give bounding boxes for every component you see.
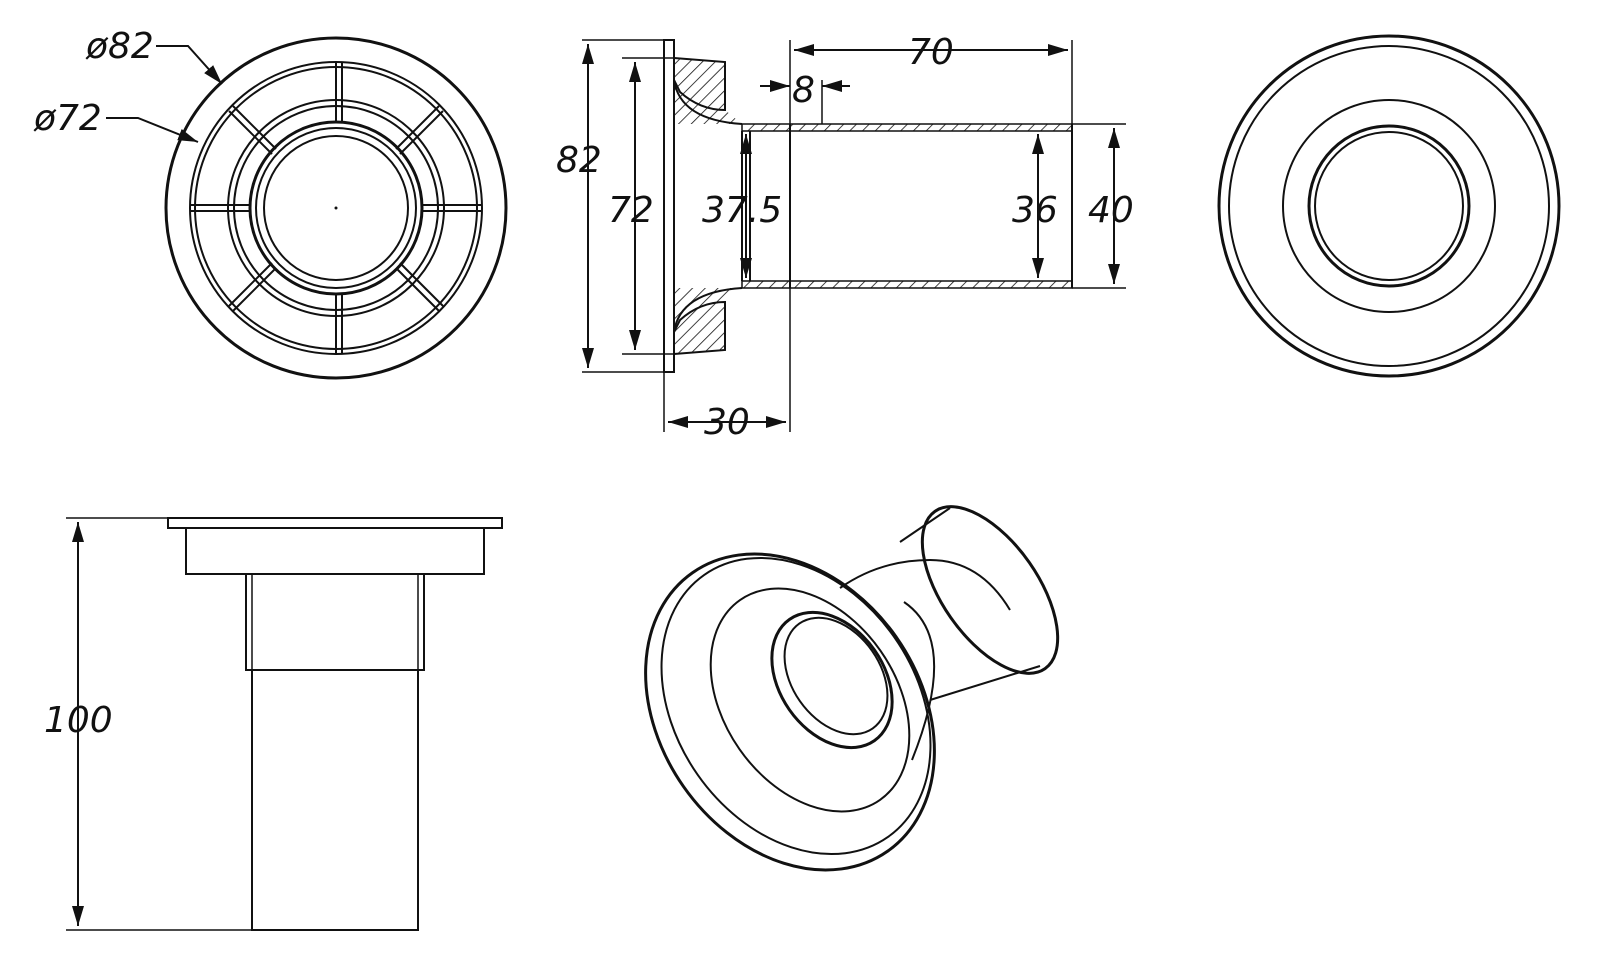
center-point	[334, 206, 338, 210]
rear-outer	[1217, 34, 1561, 378]
flange-top-profile	[673, 57, 726, 112]
dim-37-5: 37.5	[702, 190, 782, 231]
tube-wall-top	[741, 123, 1073, 132]
dim-40: 40	[1088, 190, 1134, 231]
side-flange-top	[167, 517, 503, 529]
tube-wall-bottom	[741, 280, 1073, 289]
iso-flange-inner	[709, 587, 911, 813]
front-view: ø82 ø72	[33, 26, 508, 380]
dim-82: 82	[556, 140, 602, 181]
bell-top	[673, 79, 743, 125]
isometric-view	[644, 505, 1060, 872]
rear-view	[1217, 34, 1561, 378]
iso-flange-outer	[644, 552, 936, 872]
side-flange-body	[185, 527, 485, 575]
label-outer-diameter: ø82	[85, 26, 154, 67]
bell-bottom	[673, 287, 743, 333]
rear-bore-outer	[1307, 124, 1471, 288]
bore-inner	[255, 127, 417, 289]
dim-70: 70	[908, 32, 954, 73]
flange-plate	[663, 39, 675, 373]
label-inner-diameter: ø72	[33, 98, 102, 139]
hatch-top	[674, 58, 742, 124]
dim-30: 30	[704, 402, 750, 443]
section-view: 82 72 37.5 30 70 8 36 40	[556, 32, 1134, 443]
leader-o82	[156, 45, 223, 85]
dim-8: 8	[792, 70, 815, 111]
iso-flange-side	[903, 601, 936, 761]
rear-rim	[1228, 45, 1550, 367]
side-view: 100	[44, 517, 503, 931]
hatch-bottom	[674, 288, 742, 354]
side-collar	[245, 573, 425, 671]
outer-rim	[164, 36, 508, 380]
dim-100: 100	[44, 700, 113, 741]
dim-72: 72	[608, 190, 654, 231]
dim-36: 36	[1012, 190, 1058, 231]
rear-bore-inner	[1314, 131, 1464, 281]
iso-bore-inner	[783, 616, 889, 736]
side-tube	[251, 669, 419, 931]
rear-mid	[1282, 99, 1496, 313]
flange-bottom-profile	[673, 300, 726, 355]
radial-ribs	[190, 62, 482, 354]
leader-o72	[106, 117, 199, 143]
iso-bore	[770, 610, 894, 750]
bore-core	[263, 135, 409, 281]
iso-tube-end	[920, 505, 1060, 675]
iso-bell	[839, 558, 1011, 611]
iso-flange-rim	[660, 556, 932, 856]
